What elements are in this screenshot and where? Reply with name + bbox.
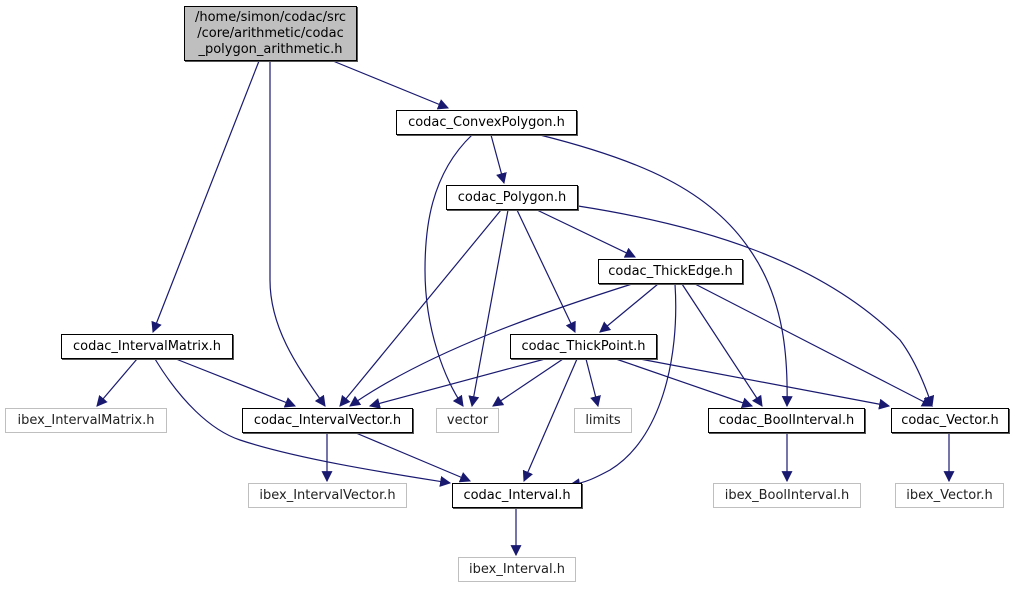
node-label: codac_Polygon.h (457, 189, 567, 205)
node-ibex-vector: ibex_Vector.h (895, 483, 1004, 508)
node-codac-intervalmatrix[interactable]: codac_IntervalMatrix.h (61, 334, 233, 359)
node-label: codac_ThickEdge.h (608, 263, 733, 279)
edge-polygon-to-codac_vector (577, 205, 935, 408)
node-label: codac_BoolInterval.h (718, 412, 855, 428)
node-label: codac_ConvexPolygon.h (408, 114, 565, 130)
edge-intervalmatrix-to-ibex_intervalmatrix (96, 358, 138, 407)
node-codac-thickpoint[interactable]: codac_ThickPoint.h (510, 334, 657, 359)
node-vector: vector (436, 408, 499, 433)
node-label: ibex_Vector.h (906, 487, 993, 503)
node-codac-interval[interactable]: codac_Interval.h (452, 483, 582, 508)
node-label: ibex_Interval.h (469, 561, 565, 577)
node-label: codac_IntervalMatrix.h (72, 338, 222, 354)
node-limits: limits (574, 408, 632, 433)
node-label: codac_IntervalVector.h (253, 412, 402, 428)
node-codac-boolinterval[interactable]: codac_BoolInterval.h (708, 408, 865, 433)
edge-polygon-to-intervalvector (339, 209, 502, 407)
node-label: codac_Vector.h (901, 412, 999, 428)
edge-thickedge-to-interval (568, 283, 677, 490)
node-label: ibex_IntervalVector.h (259, 487, 396, 503)
edge-thickedge-to-codac_vector (694, 283, 933, 407)
node-label: /home/simon/codac/src /core/arithmetic/c… (194, 9, 347, 57)
edge-intervalvector-to-interval (355, 432, 472, 483)
node-root-file[interactable]: /home/simon/codac/src /core/arithmetic/c… (184, 6, 357, 61)
node-codac-thickedge[interactable]: codac_ThickEdge.h (598, 259, 743, 284)
edge-root-to-intervalvector (269, 61, 326, 407)
node-codac-intervalvector[interactable]: codac_IntervalVector.h (242, 408, 413, 433)
edge-polygon-to-thickpoint (516, 209, 576, 333)
node-ibex-interval: ibex_Interval.h (458, 557, 576, 582)
node-label: limits (585, 412, 621, 428)
edge-root-to-convexpolygon (332, 60, 450, 110)
node-ibex-intervalmatrix: ibex_IntervalMatrix.h (5, 408, 167, 433)
node-label: ibex_IntervalMatrix.h (17, 412, 155, 428)
edge-intervalmatrix-to-interval (154, 358, 452, 487)
node-label: codac_Interval.h (463, 487, 571, 503)
edge-thickpoint-to-boolinterval (615, 358, 754, 408)
node-label: vector (446, 412, 489, 428)
edge-polygon-to-vector (468, 209, 509, 408)
edge-thickpoint-to-limits (585, 358, 601, 408)
edge-thickedge-to-boolinterval (681, 283, 763, 407)
edge-polygon-to-thickedge (536, 209, 636, 258)
edge-thickpoint-to-interval (522, 358, 578, 483)
edge-thickpoint-to-codac_vector (639, 358, 891, 410)
node-codac-polygon[interactable]: codac_Polygon.h (446, 185, 578, 210)
edge-thickedge-to-intervalvector (349, 283, 633, 407)
edge-intervalmatrix-to-intervalvector (175, 358, 297, 408)
edge-thickpoint-to-vector (492, 358, 564, 407)
edge-convexpolygon-to-boolinterval (539, 134, 793, 408)
edge-root-to-intervalmatrix (151, 60, 260, 334)
node-label: codac_ThickPoint.h (521, 338, 646, 354)
edge-convexpolygon-to-polygon (490, 134, 507, 185)
edge-convexpolygon-to-vector (424, 134, 473, 407)
node-codac-vector[interactable]: codac_Vector.h (891, 408, 1009, 433)
node-label: ibex_BoolInterval.h (724, 487, 850, 503)
node-ibex-boolinterval: ibex_BoolInterval.h (713, 483, 861, 508)
node-ibex-intervalvector: ibex_IntervalVector.h (248, 483, 407, 508)
edge-thickpoint-to-intervalvector (368, 358, 546, 409)
node-codac-convexpolygon[interactable]: codac_ConvexPolygon.h (396, 110, 577, 135)
edge-thickedge-to-thickpoint (599, 283, 659, 333)
